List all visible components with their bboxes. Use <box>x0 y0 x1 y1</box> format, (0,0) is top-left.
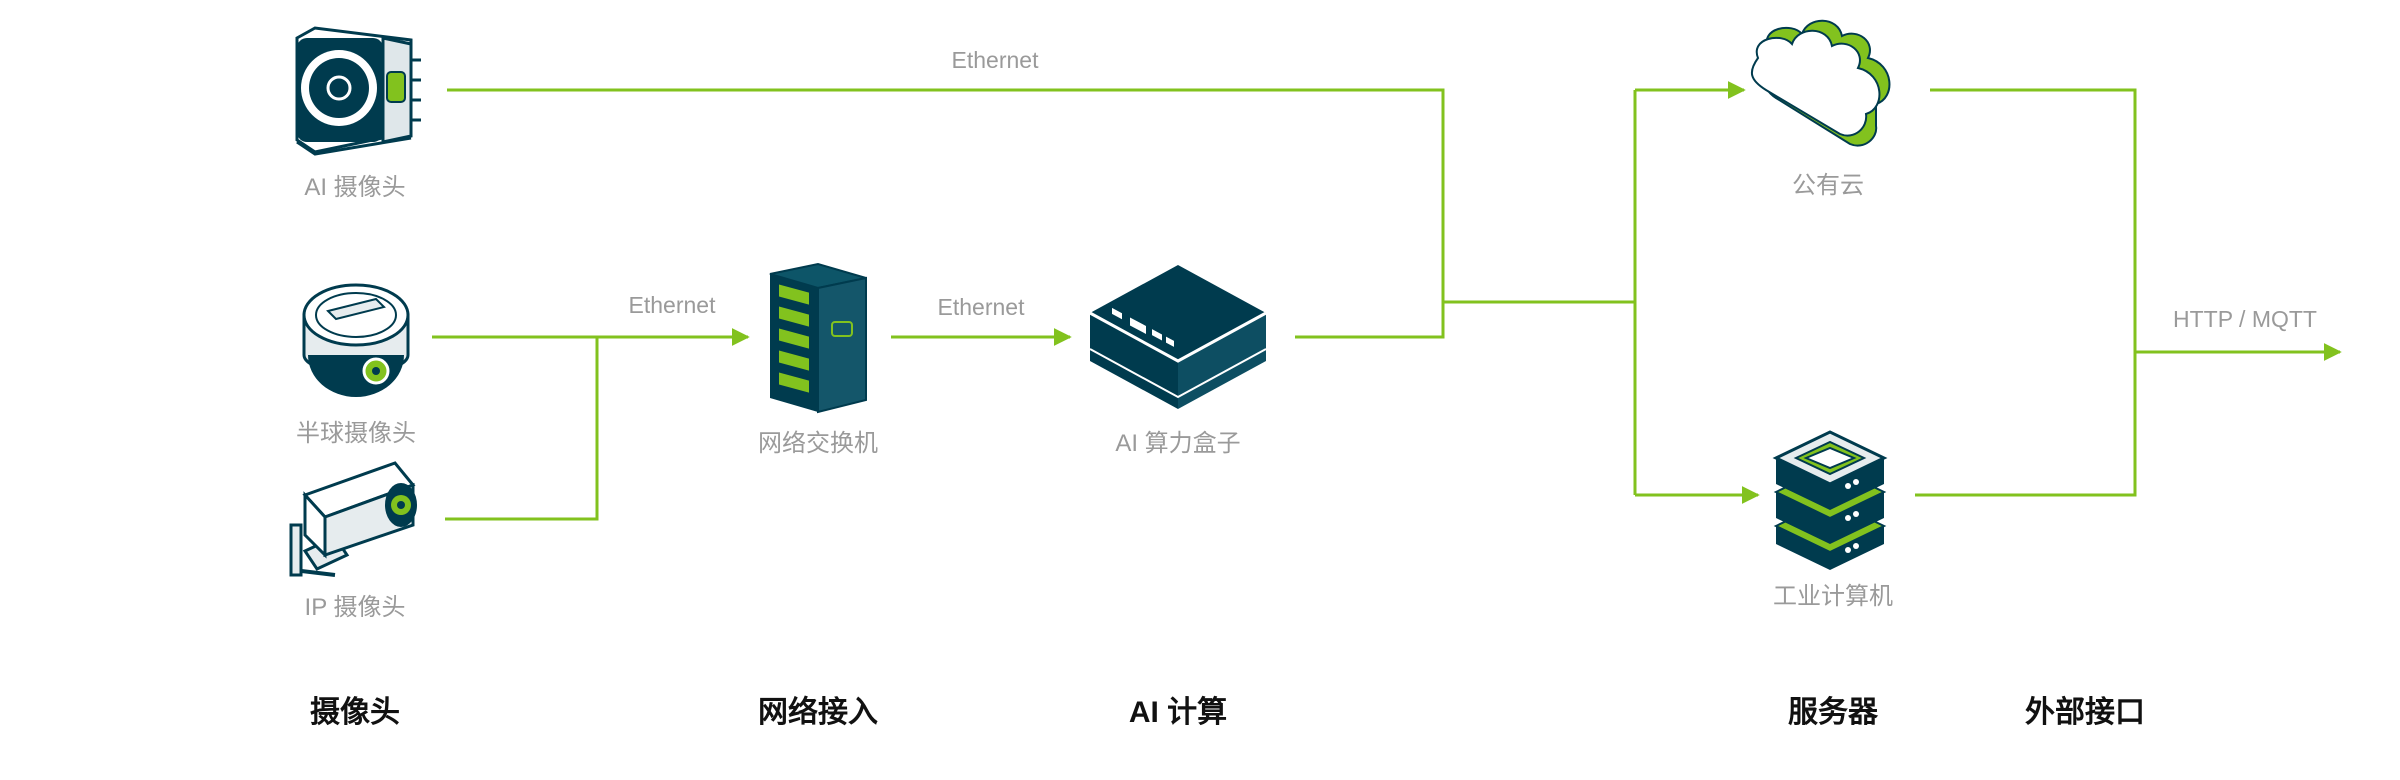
server-stack-icon <box>1772 430 1888 570</box>
ip-camera-icon <box>289 461 417 577</box>
category-label-server: 服务器 <box>1788 696 1879 729</box>
dome-camera-icon <box>302 283 410 397</box>
node-label-ai-box: AI 算力盒子 <box>1115 430 1240 457</box>
connector-servers-to-interface <box>1915 88 2137 497</box>
node-label-ipc: 工业计算机 <box>1773 583 1893 610</box>
connector-ip-camera-merge <box>445 337 599 521</box>
connector-ai-camera-to-hub <box>447 88 1445 302</box>
category-label-network: 网络接入 <box>758 695 878 729</box>
link-label-to-switch: Ethernet <box>629 292 717 318</box>
link-label-to-box: Ethernet <box>938 294 1026 320</box>
category-label-interface: 外部接口 <box>2025 695 2145 729</box>
link-label-top: Ethernet <box>952 47 1040 73</box>
ai-box-icon <box>1089 265 1267 409</box>
node-label-switch: 网络交换机 <box>758 430 878 457</box>
ai-camera-icon <box>295 26 421 156</box>
node-label-cloud: 公有云 <box>1792 172 1864 199</box>
connectors <box>432 81 2342 521</box>
connector-box-to-hub <box>1295 300 1635 339</box>
category-label-camera: 摄像头 <box>310 696 400 729</box>
link-label-output: HTTP / MQTT <box>2173 306 2317 332</box>
network-switch-icon <box>769 262 867 414</box>
node-label-dome-camera: 半球摄像头 <box>296 420 416 447</box>
node-label-ai-camera: AI 摄像头 <box>304 174 405 201</box>
node-label-ip-camera: IP 摄像头 <box>305 594 406 621</box>
category-label-compute: AI 计算 <box>1129 695 1227 729</box>
cloud-icon <box>1750 19 1891 147</box>
